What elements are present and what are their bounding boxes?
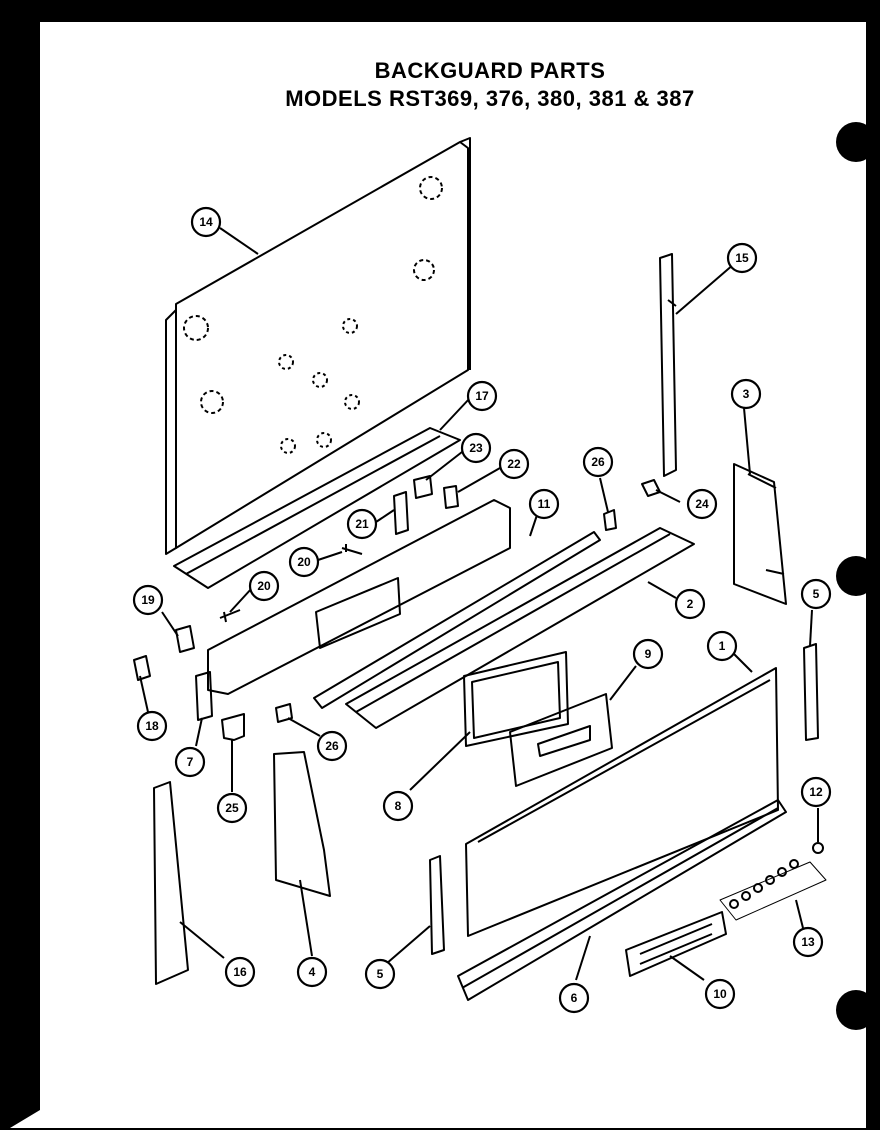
callout-circle-12 [800, 776, 832, 808]
callout-23: 23 [469, 441, 483, 455]
callout-circle-3 [730, 378, 762, 410]
binder-hole-bottom [836, 990, 876, 1030]
callout-2: 2 [687, 597, 694, 611]
callout-circle-18 [136, 710, 168, 742]
callout-circle-26a [582, 446, 614, 478]
callout-18: 18 [145, 719, 159, 733]
callout-circle-10 [704, 978, 736, 1010]
callout-9: 9 [645, 647, 652, 661]
callout-13: 13 [801, 935, 815, 949]
part-11-tube [313, 531, 601, 709]
callout-5b: 5 [377, 967, 384, 981]
callout-19: 19 [141, 593, 155, 607]
callout-24: 24 [695, 497, 709, 511]
part-3-end-bracket [733, 463, 787, 605]
part-26-knob-upper [603, 509, 617, 531]
callout-11: 11 [538, 497, 551, 511]
callout-circle-25 [216, 792, 248, 824]
part-10-vent [625, 911, 727, 977]
callout-circle-21 [346, 508, 378, 540]
callout-circle-23 [460, 432, 492, 464]
callout-circle-17 [466, 380, 498, 412]
callout-14: 14 [199, 215, 213, 229]
callout-20b: 20 [257, 579, 271, 593]
part-19-clip [175, 625, 195, 653]
part-25-clip [221, 713, 245, 741]
binder-hole-middle [836, 556, 876, 596]
callout-22: 22 [507, 457, 521, 471]
callout-6: 6 [571, 991, 578, 1005]
part-1-control-panel [465, 667, 779, 937]
part-2-channel [345, 527, 695, 729]
callout-15: 15 [735, 251, 749, 265]
part-9-clock [509, 693, 613, 787]
part-6-lower-trim [457, 799, 787, 1001]
part-channel-housing [207, 499, 511, 695]
callout-circle-20b [248, 570, 280, 602]
part-23-bushing [413, 475, 433, 499]
callout-circle-26b [316, 730, 348, 762]
part-5-end-trim-left [429, 855, 445, 955]
part-18-clip [133, 655, 151, 681]
callout-circle-5b [364, 958, 396, 990]
part-8-frame [463, 651, 569, 747]
callout-12: 12 [809, 785, 823, 799]
callout-5a: 5 [813, 587, 820, 601]
callout-circle-20a [288, 546, 320, 578]
part-5-end-trim-right [803, 643, 819, 741]
callout-circle-5a [800, 578, 832, 610]
part-20-screw-upper [341, 544, 363, 555]
callout-circle-19 [132, 584, 164, 616]
callout-circle-9 [632, 638, 664, 670]
callout-16: 16 [233, 965, 247, 979]
callout-10: 10 [713, 987, 727, 1001]
callout-circle-7 [174, 746, 206, 778]
callout-circle-11 [528, 488, 560, 520]
callout-3: 3 [743, 387, 750, 401]
callout-circle-6 [558, 982, 590, 1014]
callout-4: 4 [309, 965, 316, 979]
part-17-trim-strip [173, 427, 461, 589]
leader-lines [139, 227, 819, 981]
part-22-clip [443, 485, 459, 509]
callout-8: 8 [395, 799, 402, 813]
callout-7: 7 [187, 755, 194, 769]
callout-circle-4 [296, 956, 328, 988]
callout-26a: 26 [591, 455, 605, 469]
part-7-bracket [195, 671, 213, 721]
callout-circle-2 [674, 588, 706, 620]
callout-circle-1 [706, 630, 738, 662]
callout-circle-13 [792, 926, 824, 958]
callout-17: 17 [475, 389, 489, 403]
part-15-side-trim [659, 253, 677, 477]
callout-circle-8 [382, 790, 414, 822]
callout-26b: 26 [325, 739, 339, 753]
callout-circle-15 [726, 242, 758, 274]
part-20-screw-lower [219, 609, 241, 623]
callout-21: 21 [355, 517, 369, 531]
callout-circle-16 [224, 956, 256, 988]
part-13-knob-set [719, 859, 827, 921]
callout-circle-22 [498, 448, 530, 480]
callout-circle-14 [190, 206, 222, 238]
callout-20a: 20 [297, 555, 311, 569]
callout-circle-24 [686, 488, 718, 520]
binder-hole-top [836, 122, 876, 162]
part-16-side-trim [153, 781, 189, 985]
part-4-end-cap [273, 751, 331, 897]
part-14-back-panel [165, 137, 471, 555]
paper-sheet [10, 22, 866, 1128]
callout-25: 25 [225, 801, 239, 815]
callout-1: 1 [719, 639, 726, 653]
part-12-knob [812, 842, 824, 854]
part-26-clip-lower [275, 703, 293, 723]
part-21-bracket [393, 491, 409, 535]
